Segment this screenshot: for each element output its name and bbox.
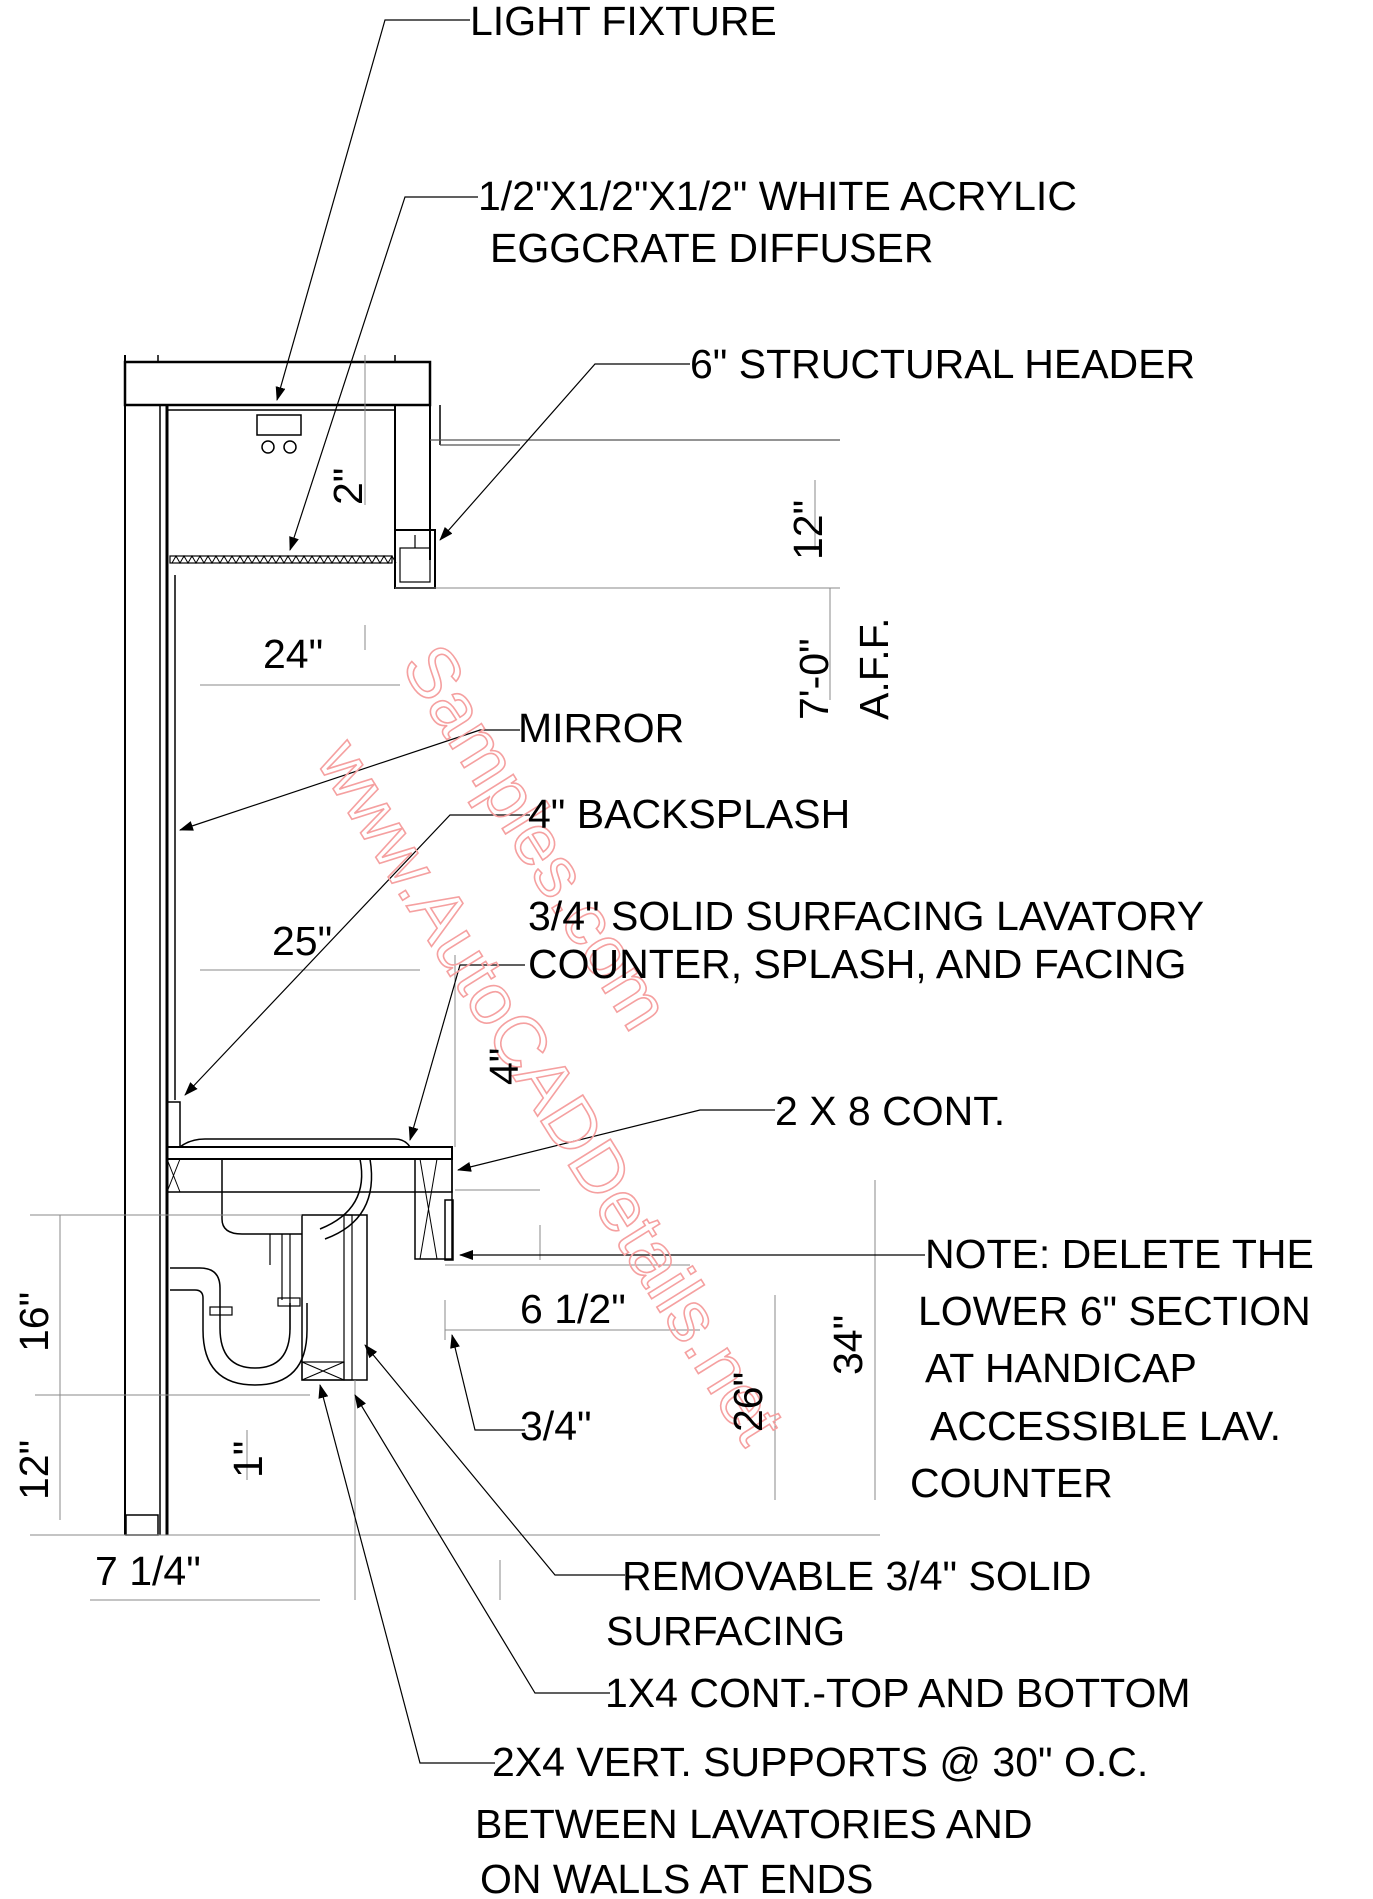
dim-3quarter: 3/4" xyxy=(520,1403,592,1449)
dim-24in: 24" xyxy=(263,631,323,677)
label-diffuser-line-2: EGGCRATE DIFFUSER xyxy=(490,225,933,271)
dim-6half: 6 1/2" xyxy=(520,1286,626,1332)
dim-1in: 1" xyxy=(225,1441,271,1478)
dimension-text: 2" 12" 7'-0" A.F.F. 24" 25" 4" 6 1/2" 34… xyxy=(11,468,897,1594)
dim-7ft: 7'-0" xyxy=(791,638,837,720)
label-note-line-3: AT HANDICAP xyxy=(925,1345,1197,1391)
dim-26in: 26" xyxy=(725,1372,771,1432)
callout-labels: LIGHT FIXTURE 1/2"X1/2"X1/2" WHITE ACRYL… xyxy=(470,0,1314,1899)
dimension-lines xyxy=(30,355,880,1601)
leader-lines xyxy=(179,19,925,1764)
dim-25in: 25" xyxy=(272,918,332,964)
dim-34in: 34" xyxy=(825,1315,871,1375)
dim-aff: A.F.F. xyxy=(851,617,897,720)
label-diffuser-line-1: 1/2"X1/2"X1/2" WHITE ACRYLIC xyxy=(478,173,1077,219)
label-note-line-4: ACCESSIBLE LAV. xyxy=(930,1403,1281,1449)
label-counter-line-1: 3/4" SOLID SURFACING LAVATORY xyxy=(528,893,1204,939)
label-supports-line-1: 2X4 VERT. SUPPORTS @ 30" O.C. xyxy=(492,1739,1148,1785)
dim-12in-lower: 12" xyxy=(11,1440,57,1500)
label-light-fixture: LIGHT FIXTURE xyxy=(470,0,777,44)
label-counter-line-2: COUNTER, SPLASH, AND FACING xyxy=(528,941,1186,987)
label-structural-header: 6" STRUCTURAL HEADER xyxy=(690,341,1195,387)
dim-16in: 16" xyxy=(11,1292,57,1352)
light-fixture-symbol xyxy=(256,414,302,454)
support-framing xyxy=(166,1192,368,1381)
label-backsplash: 4" BACKSPLASH xyxy=(528,791,850,837)
label-removable-line-2: SURFACING xyxy=(606,1608,845,1654)
wall-base-track xyxy=(125,1514,159,1536)
p-trap xyxy=(170,1267,308,1386)
label-note-line-5: COUNTER xyxy=(910,1460,1113,1506)
dim-7quarter: 7 1/4" xyxy=(95,1548,201,1594)
label-note-line-2: LOWER 6" SECTION xyxy=(918,1288,1311,1334)
label-supports-line-2: BETWEEN LAVATORIES AND xyxy=(475,1801,1032,1847)
dim-12in-upper: 12" xyxy=(785,500,831,560)
label-supports-line-3: ON WALLS AT ENDS xyxy=(480,1856,873,1899)
dim-2in: 2" xyxy=(325,468,371,505)
label-mirror: MIRROR xyxy=(518,705,684,751)
label-removable-line-1: REMOVABLE 3/4" SOLID xyxy=(622,1553,1092,1599)
label-note-line-1: NOTE: DELETE THE xyxy=(925,1231,1314,1277)
eggcrate-diffuser xyxy=(169,554,397,565)
label-1x4-cont: 1X4 CONT.-TOP AND BOTTOM xyxy=(605,1670,1191,1716)
watermark: Samples.com www.AutoCADDetails.net xyxy=(300,630,800,1458)
vanity-counter xyxy=(166,1101,454,1330)
label-2x8-cont: 2 X 8 CONT. xyxy=(775,1088,1005,1134)
dim-4in: 4" xyxy=(481,1048,527,1085)
